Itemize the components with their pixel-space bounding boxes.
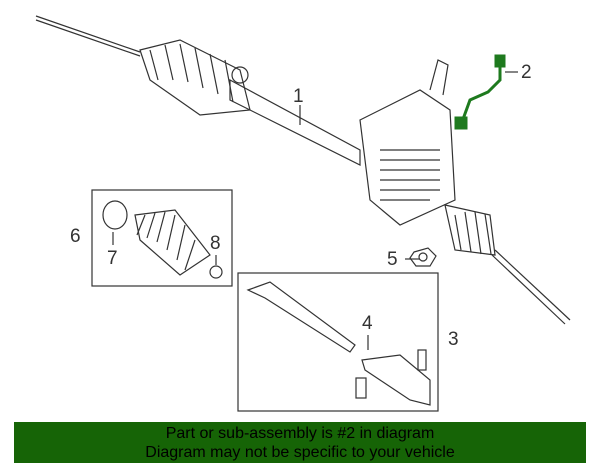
inset-boot-box	[91, 189, 233, 287]
callout-3: 3	[448, 329, 459, 350]
callout-8: 8	[210, 233, 221, 254]
steering-rack-assembly	[35, 15, 571, 325]
banner-line-2: Diagram may not be specific to your vehi…	[145, 444, 455, 461]
inset-tie-rod-box	[237, 272, 439, 412]
part-5-nut	[409, 247, 437, 267]
tie-rod	[246, 281, 431, 406]
part-2-sensor-harness	[454, 54, 506, 130]
banner-line-1: Part or sub-assembly is #2 in diagram	[165, 425, 435, 442]
callout-4: 4	[362, 313, 373, 334]
callout-5: 5	[387, 249, 398, 270]
boot-kit	[102, 200, 223, 279]
callout-6: 6	[70, 226, 81, 247]
callout-7: 7	[107, 248, 118, 269]
callout-2: 2	[521, 62, 532, 83]
part-info-banner: Part or sub-assembly is #2 in diagram Di…	[14, 422, 586, 463]
callout-1: 1	[293, 86, 304, 107]
